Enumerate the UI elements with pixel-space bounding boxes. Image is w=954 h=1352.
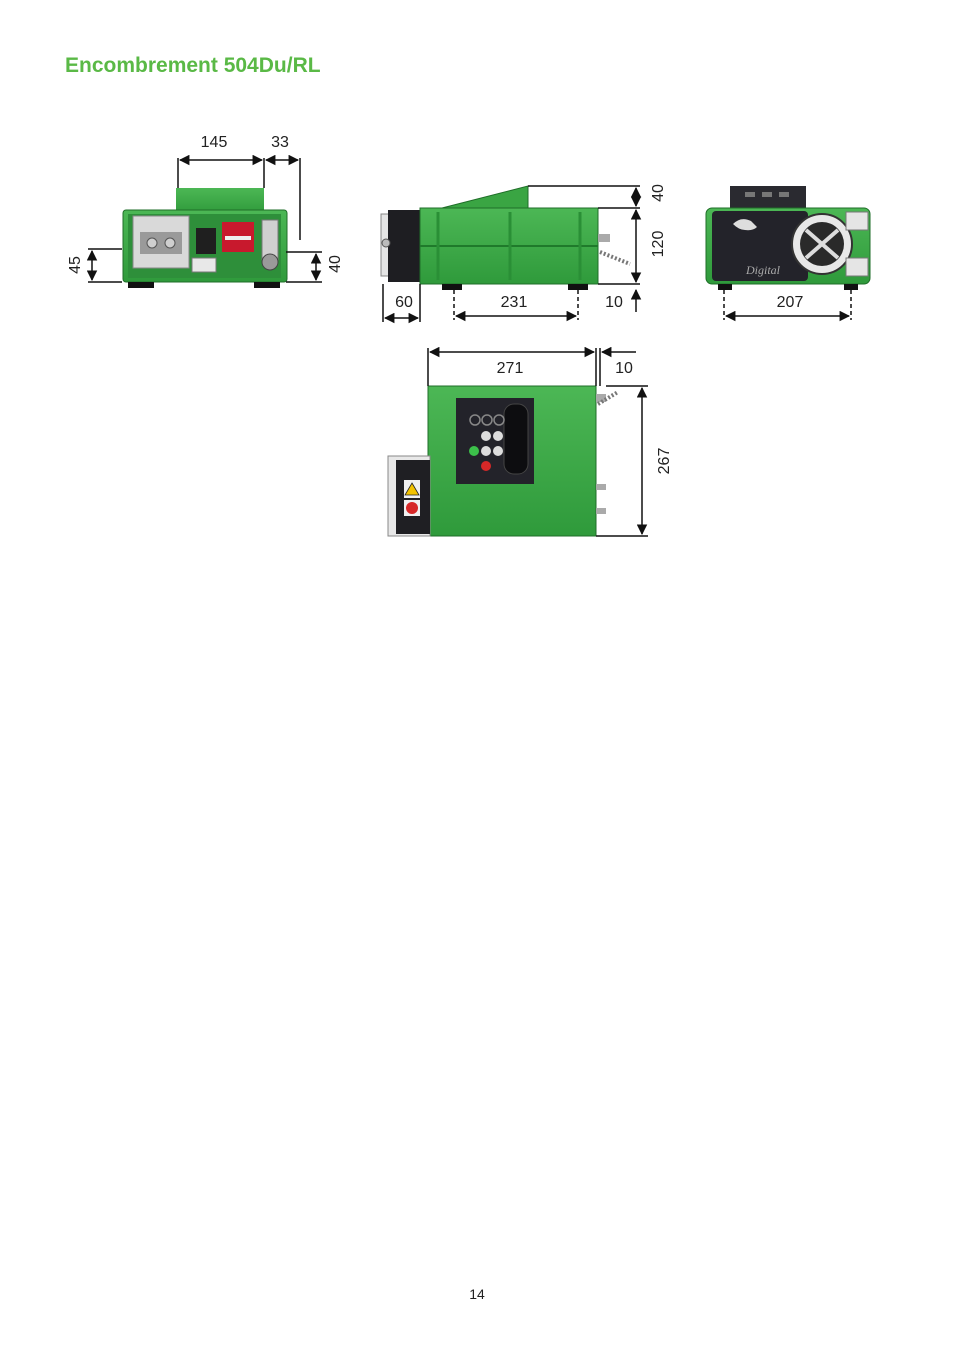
side-view: 40 120 10 60 231 bbox=[380, 184, 667, 324]
dim-10-top-label: 10 bbox=[615, 360, 633, 377]
dim-33-label: 33 bbox=[271, 134, 289, 151]
dim-231-label: 231 bbox=[501, 294, 528, 311]
front-view: Digital 207 bbox=[705, 186, 871, 322]
warning-triangle-icon bbox=[404, 480, 420, 498]
dim-40-side-label: 40 bbox=[650, 184, 667, 202]
side-pump-head bbox=[388, 210, 420, 282]
dim-207-label: 207 bbox=[777, 294, 804, 311]
dim-10-side-label: 10 bbox=[605, 294, 623, 311]
dim-271-label: 271 bbox=[497, 360, 524, 377]
no-entry-icon bbox=[404, 500, 420, 516]
rear-switch bbox=[196, 228, 216, 254]
front-dark-panel bbox=[712, 211, 808, 281]
dim-145-label: 145 bbox=[201, 134, 228, 151]
dim-45-label: 45 bbox=[67, 256, 84, 274]
page-title: Encombrement 504Du/RL bbox=[65, 54, 321, 77]
front-digital-label: Digital bbox=[745, 263, 781, 277]
rear-view: 145 33 45 40 bbox=[67, 134, 344, 288]
rhino-logo-icon bbox=[733, 219, 757, 231]
dim-120-label: 120 bbox=[650, 231, 667, 258]
dim-60-label: 60 bbox=[395, 294, 413, 311]
top-view: 271 10 267 bbox=[387, 346, 673, 537]
dim-40-rear-label: 40 bbox=[327, 255, 344, 273]
rear-connector bbox=[261, 253, 279, 271]
page-number: 14 bbox=[469, 1286, 485, 1302]
dim-267-label: 267 bbox=[656, 448, 673, 475]
